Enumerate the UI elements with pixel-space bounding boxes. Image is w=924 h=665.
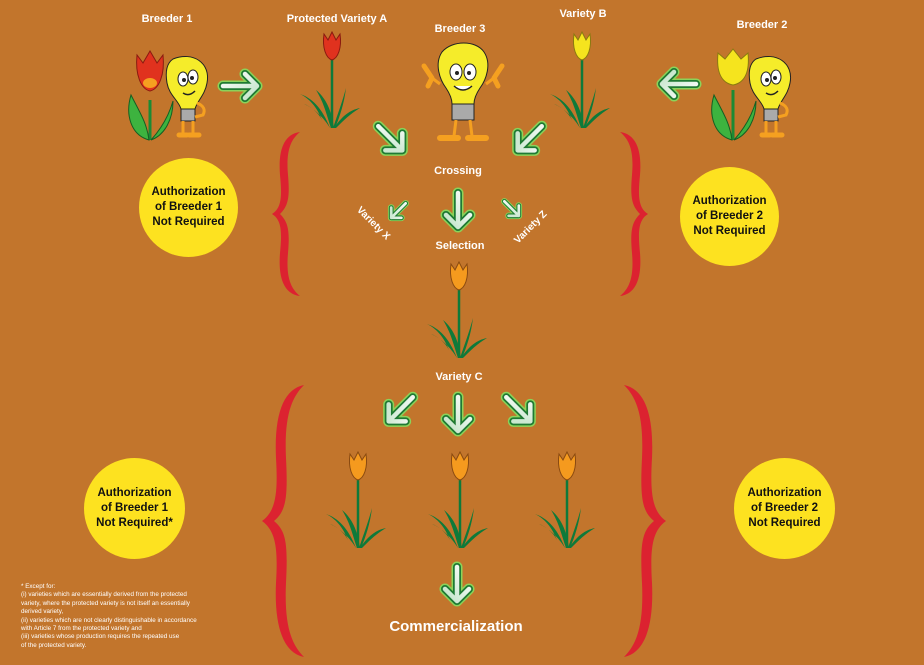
footnote-line: derived variety,	[21, 608, 64, 616]
variety-c-tulip-icon	[425, 260, 489, 360]
badge-line: Authorization	[692, 195, 767, 207]
variety-b-label: Variety B	[559, 8, 607, 20]
right-brace-top	[620, 132, 648, 296]
breeder-3-mascot	[421, 42, 505, 141]
crossing-label: Crossing	[434, 165, 482, 177]
variety-b-tulip-icon	[548, 30, 612, 130]
badge-line: Not Required	[152, 216, 225, 228]
breeder-2-mascot	[711, 48, 792, 141]
lightbulb-character-icon	[421, 42, 505, 141]
arrow-down-left-small-icon	[383, 196, 413, 226]
badge-line: Authorization	[151, 186, 226, 198]
orange-tulip-icon-center	[426, 450, 490, 550]
breeder-2-label: Breeder 2	[736, 19, 788, 31]
arrow-right-icon	[218, 68, 264, 104]
authorization-breeder-1-exception-badge: Authorization of Breeder 1 Not Required*	[84, 458, 185, 559]
badge-line: of Breeder 2	[750, 502, 819, 514]
badge-line: of Breeder 2	[695, 210, 764, 222]
selection-label: Selection	[435, 240, 485, 252]
orange-tulip-icon-right	[533, 450, 597, 550]
right-brace-bottom	[624, 385, 666, 657]
breeder-1-label: Breeder 1	[141, 13, 193, 25]
protected-variety-a-label: Protected Variety A	[286, 13, 388, 25]
orange-tulip-icon-left	[324, 450, 388, 550]
arrow-down-icon	[435, 188, 481, 234]
badge-line: Authorization	[97, 487, 172, 499]
arrow-down-left-icon	[506, 116, 552, 162]
footnote-line: (iii) varieties whose production require…	[21, 633, 180, 641]
authorization-breeder-1-badge: Authorization of Breeder 1 Not Required	[139, 158, 238, 257]
variety-c-label: Variety C	[435, 371, 483, 383]
badge-line: Not Required	[748, 517, 821, 529]
yellow-tulip-icon	[711, 48, 757, 141]
lightbulb-character-icon	[748, 56, 792, 138]
footnote-line: of the protected variety.	[21, 641, 87, 649]
footnote: * Except for: (i) varieties which are es…	[21, 583, 261, 650]
arrow-down-left-icon	[378, 388, 422, 432]
red-tulip-icon	[128, 50, 174, 141]
arrow-left-icon	[655, 66, 701, 102]
badge-line: Not Required	[693, 225, 766, 237]
lightbulb-character-icon	[165, 56, 209, 138]
badge-line: of Breeder 1	[100, 502, 169, 514]
left-brace-bottom	[262, 385, 304, 657]
arrow-down-icon	[435, 392, 481, 438]
footnote-line: * Except for:	[21, 583, 56, 590]
commercialization-label: Commercialization	[389, 618, 523, 635]
arrow-down-right-icon	[368, 116, 414, 162]
breeder-3-label: Breeder 3	[434, 23, 486, 35]
arrow-down-right-small-icon	[497, 194, 527, 224]
protected-variety-a-tulip-icon	[298, 30, 362, 130]
badge-line: Authorization	[747, 487, 822, 499]
badge-line: of Breeder 1	[154, 201, 223, 213]
footnote-line: variety, where the protected variety is …	[21, 599, 190, 607]
breeder-1-mascot	[128, 50, 209, 141]
arrow-down-commercialization-icon	[434, 562, 480, 608]
badge-line: Not Required*	[96, 517, 173, 529]
footnote-line: (ii) varieties which are not clearly dis…	[21, 616, 197, 624]
authorization-breeder-2-badge: Authorization of Breeder 2 Not Required	[680, 167, 779, 266]
footnote-line: with Article 7 from the protected variet…	[21, 625, 142, 633]
left-brace-top	[272, 132, 300, 296]
arrow-down-right-icon	[497, 388, 541, 432]
authorization-breeder-2-bottom-badge: Authorization of Breeder 2 Not Required	[734, 458, 835, 559]
footnote-line: (i) varieties which are essentially deri…	[21, 591, 187, 599]
